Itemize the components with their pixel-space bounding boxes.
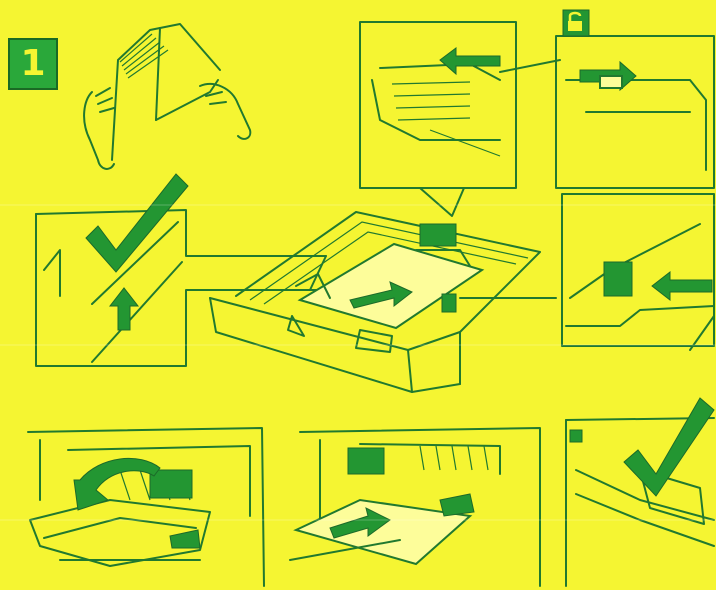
insert-paper-illustration: [290, 428, 540, 586]
final-check-panel: [566, 398, 714, 586]
checkmark-icon: [86, 174, 188, 272]
left-arrow-icon: [440, 48, 500, 74]
paper-edge-check-panel: [36, 174, 326, 366]
bypass-tray-open-illustration: [28, 428, 264, 586]
open-arrow-icon: [74, 458, 160, 510]
up-arrow-icon: [110, 288, 138, 330]
fan-paper-illustration: [84, 24, 250, 169]
unlock-detail-panel: [556, 10, 714, 188]
checkmark-icon: [624, 398, 714, 496]
side-guide-panel: [562, 194, 714, 350]
guide-unlock-panel: [360, 22, 560, 216]
paper-tray-illustration: [210, 212, 556, 392]
left-arrow-icon: [652, 272, 712, 300]
